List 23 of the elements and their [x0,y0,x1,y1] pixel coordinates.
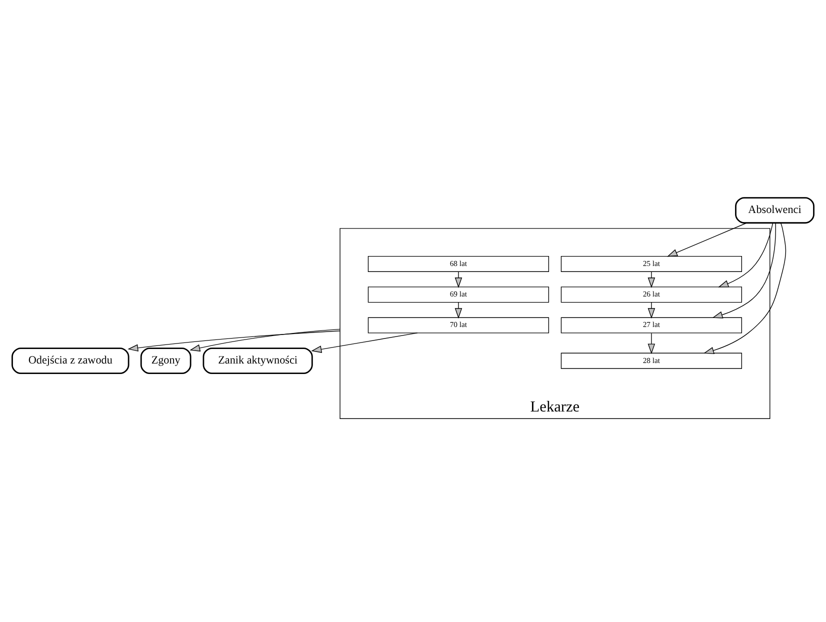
node-box: 28 lat [560,352,742,369]
node-box: Zgony [140,348,192,374]
node-box: Zanik aktywności [202,348,313,374]
arrow [666,222,748,257]
arrow [712,222,776,318]
arrow [190,328,340,352]
node-box: Odejścia z zawodu [12,348,130,374]
node-box: 70 lat [368,317,550,334]
arrow [128,330,340,352]
node-box: Absolwenci [735,197,814,224]
arrow [454,271,462,288]
arrow [311,332,418,353]
node-box: 25 lat [560,256,742,272]
arrow [718,222,774,288]
arrow [648,332,656,354]
arrow [648,302,656,319]
node-box: 68 lat [368,256,550,272]
arrow [703,222,786,354]
arrow [454,302,462,319]
arrow [648,271,656,288]
node-box: 69 lat [368,286,550,303]
node-box: 27 lat [560,317,742,334]
node-box: 26 lat [560,286,742,303]
